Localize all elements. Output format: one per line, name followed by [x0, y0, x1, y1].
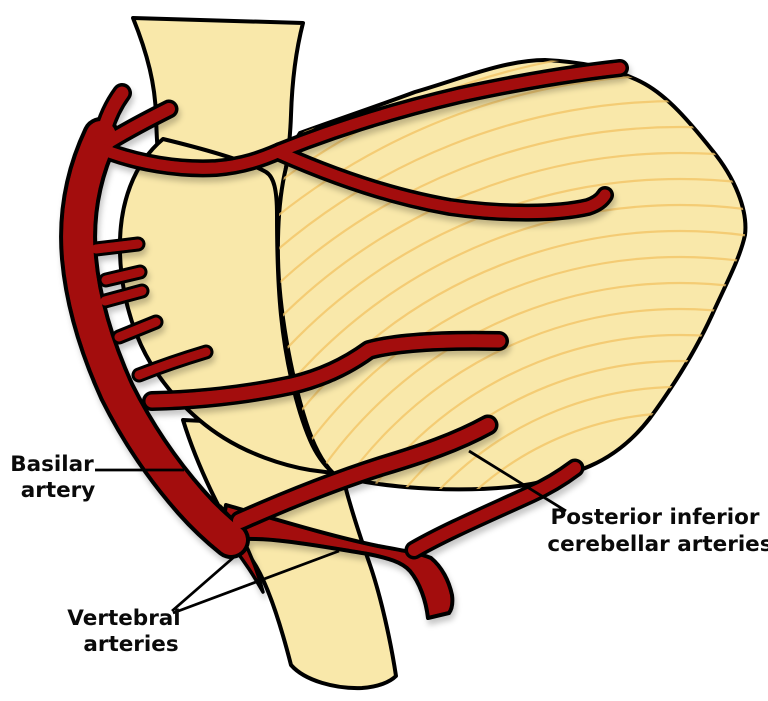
superior-branch — [96, 103, 175, 152]
basilar-artery — [63, 121, 246, 555]
right-vertebral-artery — [218, 503, 455, 620]
leader-line-pica — [468, 449, 567, 513]
anterior-inferior-cerebellar-artery — [145, 334, 506, 408]
labels: Basilar artery Vertebral arteries Poster… — [10, 452, 768, 657]
pontine-branch-4 — [114, 317, 161, 342]
label-basilar-artery-line2: artery — [21, 478, 96, 503]
label-basilar-artery-line1: Basilar — [10, 452, 94, 477]
label-vertebral-arteries-line2: arteries — [83, 632, 178, 657]
leader-lines — [95, 449, 567, 615]
superior-cerebellar-artery-upper — [274, 62, 626, 157]
label-pica-line2: cerebellar arteries — [547, 532, 768, 557]
pontine-branch-3 — [100, 286, 147, 306]
left-posterior-inferior-cerebellar-artery — [233, 418, 495, 528]
superior-cerebellar-artery-lower — [274, 147, 611, 219]
leader-line-vertebral-left — [171, 555, 235, 613]
pontine-branch-1 — [91, 239, 143, 254]
right-posterior-inferior-cerebellar-artery — [408, 462, 581, 556]
arteries — [59, 59, 629, 620]
pontine-branch-5 — [134, 347, 211, 380]
artery-red-cores — [63, 62, 626, 556]
leader-line-vertebral-right — [172, 549, 340, 615]
superior-cerebellar-artery-stem — [98, 144, 286, 174]
label-vertebral-arteries-line1: Vertebral — [67, 606, 180, 631]
label-pica-line1: Posterior inferior — [551, 505, 760, 530]
cerebellum-shape — [275, 58, 748, 492]
pontine-branch-2 — [101, 267, 145, 285]
